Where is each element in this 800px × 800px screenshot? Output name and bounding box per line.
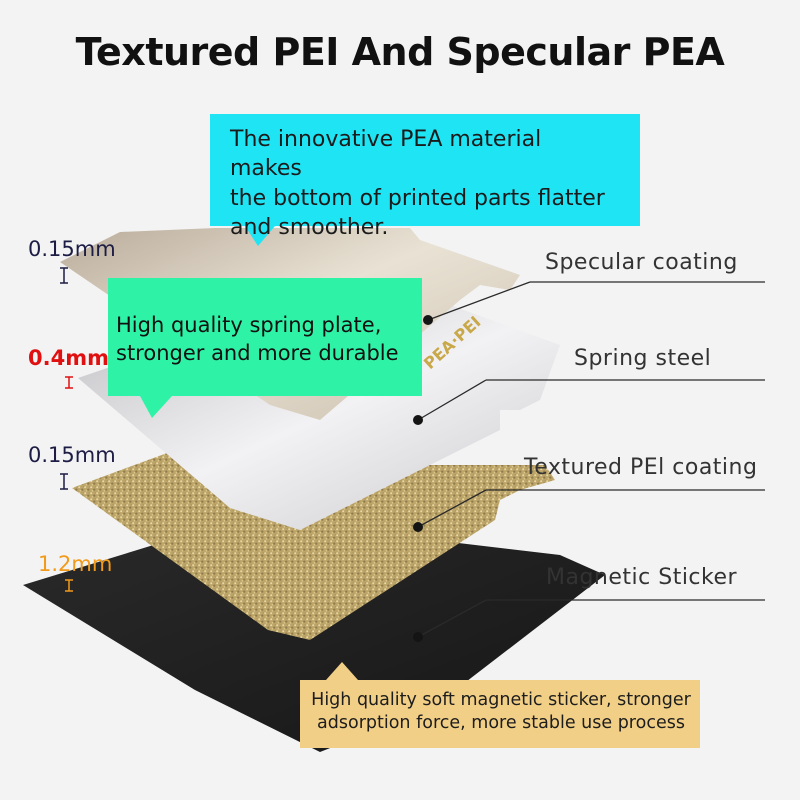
leader-line-pei xyxy=(417,489,487,528)
magnet-callout-text: High quality soft magnetic sticker, stro… xyxy=(311,690,691,734)
thickness-marker-1 xyxy=(65,376,73,389)
thickness-textured-pei: 0.15mm xyxy=(28,443,116,467)
magnetic-sticker-layer xyxy=(23,524,605,752)
pea-callout-bubble xyxy=(210,114,640,246)
leader-line-steel xyxy=(417,379,487,421)
textured-pei-layer xyxy=(72,428,555,640)
leader-line-magnet xyxy=(417,599,487,638)
label-textured-pei: Textured PEl coating xyxy=(524,455,758,480)
spring-callout-text: High quality spring plate, stronger and … xyxy=(116,313,399,365)
label-specular-coating: Specular coating xyxy=(545,250,738,275)
leader-line-specular xyxy=(427,281,531,321)
leader-dot-pei xyxy=(413,522,423,532)
thickness-marker-0 xyxy=(60,267,68,284)
thickness-magnetic: 1.2mm xyxy=(38,552,113,576)
pea-callout-text: The innovative PEA material makes the bo… xyxy=(230,127,605,240)
thickness-spring-steel: 0.4mm xyxy=(28,346,109,370)
spring-callout-bubble xyxy=(108,278,422,418)
magnet-callout-bubble xyxy=(300,662,700,748)
thickness-marker-3 xyxy=(65,579,73,592)
thickness-marker-2 xyxy=(60,473,68,490)
page-title: Textured PEI And Specular PEA xyxy=(75,30,725,74)
thickness-specular: 0.15mm xyxy=(28,237,116,261)
leader-dot-steel xyxy=(413,415,423,425)
leader-dot-specular xyxy=(423,315,433,325)
leader-dot-magnet xyxy=(413,632,423,642)
label-spring-steel: Spring steel xyxy=(574,346,712,371)
label-magnetic-sticker: Magnetic Sticker xyxy=(546,565,738,590)
